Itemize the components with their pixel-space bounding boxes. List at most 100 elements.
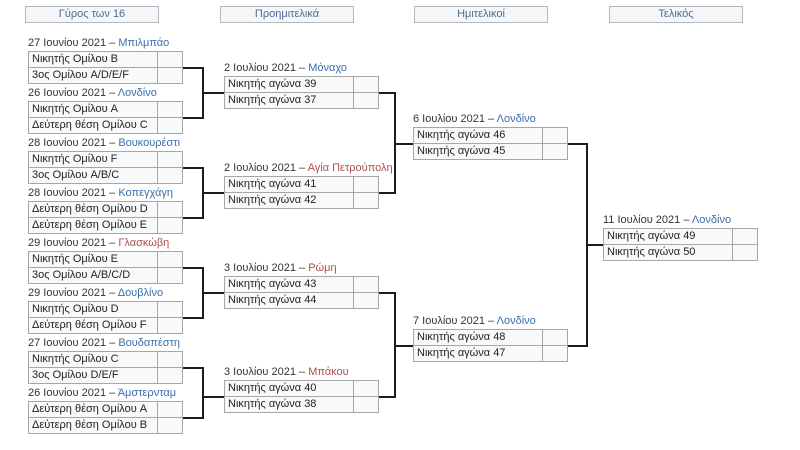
team-row: Νικητής αγώνα 46 <box>413 127 568 144</box>
team-name: 3ος Ομίλου D/E/F <box>28 367 158 384</box>
team-row: Νικητής Ομίλου C <box>28 351 183 368</box>
score-cell <box>732 228 758 245</box>
team-row: Δεύτερη θέση Ομίλου C <box>28 117 183 134</box>
city-link[interactable]: Άμστερνταμ <box>117 387 177 399</box>
city-link[interactable]: Ρώμη <box>308 262 337 274</box>
city-link[interactable]: Λονδίνο <box>117 87 157 99</box>
team-name: Δεύτερη θέση Ομίλου F <box>28 317 158 334</box>
score-cell <box>542 329 568 346</box>
team-name: Νικητής αγώνα 48 <box>413 329 543 346</box>
score-cell <box>157 417 183 434</box>
match-qf-2: 2 Ιουλίου 2021 – Αγία Πετρούπολη Νικητής… <box>224 162 393 209</box>
match-date-text: 26 Ιουνίου 2021 – <box>28 87 116 99</box>
score-cell <box>157 201 183 218</box>
team-name: Νικητής Ομίλου D <box>28 301 158 318</box>
score-cell <box>353 396 379 413</box>
team-name: Νικητής αγώνα 46 <box>413 127 543 144</box>
team-row: Νικητής Ομίλου D <box>28 301 183 318</box>
match-r16-8: 26 Ιουνίου 2021 – Άμστερνταμ Δεύτερη θέσ… <box>28 387 183 434</box>
score-cell <box>157 101 183 118</box>
match-date: 29 Ιουνίου 2021 – Γλασκώβη <box>28 237 183 251</box>
match-date: 28 Ιουνίου 2021 – Κοπεγχάγη <box>28 187 183 201</box>
match-date: 2 Ιουλίου 2021 – Μόναχο <box>224 62 379 76</box>
team-name: Νικητής αγώνα 44 <box>224 292 354 309</box>
match-r16-6: 29 Ιουνίου 2021 – Δουβλίνο Νικητής Ομίλο… <box>28 287 183 334</box>
score-cell <box>542 127 568 144</box>
match-date: 7 Ιουλίου 2021 – Λονδίνο <box>413 315 568 329</box>
team-name: 3ος Ομίλου A/B/C <box>28 167 158 184</box>
score-cell <box>157 217 183 234</box>
team-name: Νικητής αγώνα 49 <box>603 228 733 245</box>
score-cell <box>157 301 183 318</box>
match-date: 6 Ιουλίου 2021 – Λονδίνο <box>413 113 568 127</box>
score-cell <box>157 167 183 184</box>
team-name: Νικητής αγώνα 45 <box>413 143 543 160</box>
team-row: Δεύτερη θέση Ομίλου E <box>28 217 183 234</box>
city-link[interactable]: Μπιλμπάο <box>118 37 170 49</box>
score-cell <box>157 351 183 368</box>
column-header-round-of-16: Γύρος των 16 <box>25 6 159 23</box>
match-date: 3 Ιουλίου 2021 – Μπάκου <box>224 366 379 380</box>
score-cell <box>157 401 183 418</box>
team-name: Νικητής Ομίλου A <box>28 101 158 118</box>
team-row: Νικητής Ομίλου F <box>28 151 183 168</box>
match-qf-1: 2 Ιουλίου 2021 – Μόναχο Νικητής αγώνα 39… <box>224 62 379 109</box>
team-name: Νικητής Ομίλου C <box>28 351 158 368</box>
city-link[interactable]: Αγία Πετρούπολη <box>307 162 393 174</box>
score-cell <box>157 151 183 168</box>
team-row: Νικητής αγώνα 40 <box>224 380 379 397</box>
team-row: Δεύτερη θέση Ομίλου B <box>28 417 183 434</box>
score-cell <box>353 76 379 93</box>
match-date-text: 26 Ιουνίου 2021 – <box>28 387 116 399</box>
team-row: Δεύτερη θέση Ομίλου D <box>28 201 183 218</box>
team-name: Δεύτερη θέση Ομίλου D <box>28 201 158 218</box>
team-row: Νικητής Ομίλου E <box>28 251 183 268</box>
match-date: 11 Ιουλίου 2021 – Λονδίνο <box>603 214 758 228</box>
match-date-text: 27 Ιουνίου 2021 – <box>28 337 116 349</box>
city-link[interactable]: Μόναχο <box>308 62 347 74</box>
city-link[interactable]: Λονδίνο <box>496 113 536 125</box>
match-sf-1: 6 Ιουλίου 2021 – Λονδίνο Νικητής αγώνα 4… <box>413 113 568 160</box>
column-header-semifinals: Ημιτελικοί <box>414 6 548 23</box>
team-name: Νικητής αγώνα 38 <box>224 396 354 413</box>
team-row: Νικητής αγώνα 41 <box>224 176 379 193</box>
team-name: Νικητής αγώνα 41 <box>224 176 354 193</box>
score-cell <box>353 292 379 309</box>
team-name: Δεύτερη θέση Ομίλου E <box>28 217 158 234</box>
match-r16-2: 26 Ιουνίου 2021 – Λονδίνο Νικητής Ομίλου… <box>28 87 183 134</box>
team-row: Δεύτερη θέση Ομίλου F <box>28 317 183 334</box>
match-date-text: 28 Ιουνίου 2021 – <box>28 187 116 199</box>
match-date: 27 Ιουνίου 2021 – Βουδαπέστη <box>28 337 183 351</box>
city-link[interactable]: Γλασκώβη <box>118 237 170 249</box>
team-row: Νικητής αγώνα 38 <box>224 396 379 413</box>
city-link[interactable]: Μπάκου <box>308 366 349 378</box>
match-r16-4: 28 Ιουνίου 2021 – Κοπεγχάγη Δεύτερη θέση… <box>28 187 183 234</box>
score-cell <box>157 267 183 284</box>
team-row: Νικητής αγώνα 39 <box>224 76 379 93</box>
match-qf-3: 3 Ιουλίου 2021 – Ρώμη Νικητής αγώνα 43 Ν… <box>224 262 379 309</box>
city-link[interactable]: Βουκουρέστι <box>118 137 181 149</box>
team-row: Νικητής αγώνα 42 <box>224 192 379 209</box>
city-link[interactable]: Δουβλίνο <box>117 287 164 299</box>
team-row: Νικητής αγώνα 48 <box>413 329 568 346</box>
score-cell <box>353 276 379 293</box>
match-date-text: 2 Ιουλίου 2021 – <box>224 62 306 74</box>
team-row: Νικητής αγώνα 44 <box>224 292 379 309</box>
match-date-text: 7 Ιουλίου 2021 – <box>413 315 495 327</box>
city-link[interactable]: Κοπεγχάγη <box>118 187 173 199</box>
score-cell <box>353 192 379 209</box>
team-name: Δεύτερη θέση Ομίλου B <box>28 417 158 434</box>
column-header-final: Τελικός <box>609 6 743 23</box>
city-link[interactable]: Βουδαπέστη <box>118 337 181 349</box>
city-link[interactable]: Λονδίνο <box>496 315 536 327</box>
match-r16-3: 28 Ιουνίου 2021 – Βουκουρέστι Νικητής Ομ… <box>28 137 183 184</box>
match-date-text: 28 Ιουνίου 2021 – <box>28 137 116 149</box>
match-date: 3 Ιουλίου 2021 – Ρώμη <box>224 262 379 276</box>
score-cell <box>353 92 379 109</box>
team-name: Νικητής αγώνα 42 <box>224 192 354 209</box>
match-r16-7: 27 Ιουνίου 2021 – Βουδαπέστη Νικητής Ομί… <box>28 337 183 384</box>
city-link[interactable]: Λονδίνο <box>691 214 732 226</box>
match-date: 29 Ιουνίου 2021 – Δουβλίνο <box>28 287 183 301</box>
match-date: 26 Ιουνίου 2021 – Λονδίνο <box>28 87 183 101</box>
